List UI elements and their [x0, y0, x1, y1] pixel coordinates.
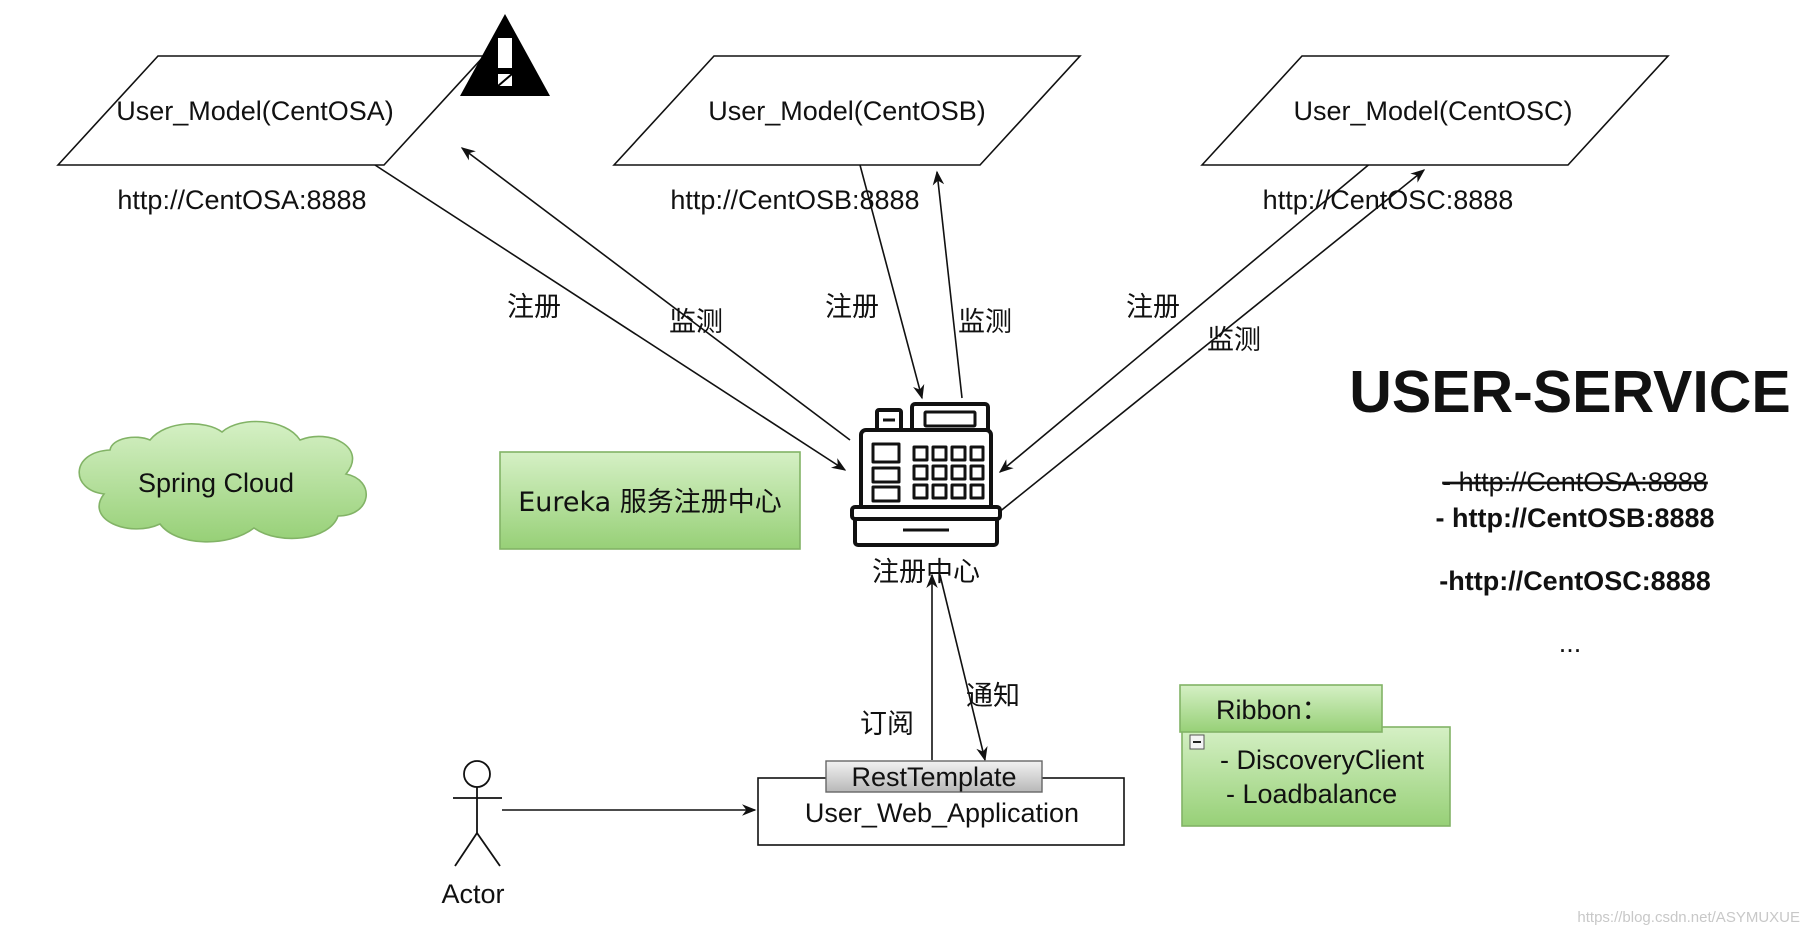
node-centosa-url: http://CentOSA:8888	[117, 185, 366, 215]
eureka-box-label: Eureka 服务注册中心	[518, 487, 782, 518]
node-centosc-label: User_Model(CentOSC)	[1293, 96, 1572, 126]
edge-monitor-b	[932, 170, 963, 399]
label-monitor-a: 监测	[669, 307, 723, 338]
node-centosc-url: http://CentOSC:8888	[1263, 185, 1514, 215]
service-entry-more: ...	[1559, 628, 1582, 658]
node-centosb[interactable]: User_Model(CentOSB)	[612, 55, 1082, 166]
registry-label: 注册中心	[872, 557, 980, 588]
ribbon-item-discovery: - DiscoveryClient	[1220, 745, 1425, 775]
edge-monitor-c	[997, 169, 1426, 514]
web-app-box[interactable]: User_Web_Application	[757, 777, 1125, 846]
node-centosb-shape	[612, 55, 1082, 166]
web-app-label: User_Web_Application	[805, 798, 1079, 828]
eureka-box[interactable]: Eureka 服务注册中心	[499, 451, 801, 550]
spring-cloud-label: Spring Cloud	[138, 468, 294, 498]
watermark: https://blog.csdn.net/ASYMUXUE	[1577, 909, 1800, 926]
edge-register-b	[859, 164, 925, 400]
node-centosc[interactable]: User_Model(CentOSC)	[1200, 55, 1670, 166]
service-entry-b: - http://CentOSB:8888	[1435, 503, 1714, 533]
edges	[374, 147, 1426, 816]
edge-notify	[939, 574, 988, 762]
service-entry-a: - http://CentOSA:8888	[1442, 467, 1708, 497]
label-register-a: 注册	[507, 292, 561, 323]
cash-register-icon[interactable]	[850, 402, 1002, 547]
service-entry-c: -http://CentOSC:8888	[1439, 566, 1711, 596]
rest-template-label: RestTemplate	[851, 762, 1016, 792]
node-centosb-label: User_Model(CentOSB)	[708, 96, 986, 126]
label-register-c: 注册	[1126, 292, 1180, 323]
edge-monitor-a	[460, 147, 851, 441]
warning-icon	[460, 14, 550, 96]
spring-cloud-cloud[interactable]: Spring Cloud	[78, 420, 368, 543]
edge-register-c	[998, 161, 1373, 473]
label-monitor-c: 监测	[1207, 325, 1261, 356]
label-register-b: 注册	[825, 292, 879, 323]
label-notify: 通知	[966, 681, 1020, 712]
label-subscribe: 订阅	[860, 709, 914, 740]
node-centosa-label: User_Model(CentOSA)	[116, 96, 394, 126]
ribbon-title: Ribbon：	[1216, 695, 1329, 725]
user-service-title: USER-SERVICE	[1349, 359, 1791, 425]
rest-template-tab[interactable]: RestTemplate	[825, 760, 1043, 793]
label-monitor-b: 监测	[958, 307, 1012, 338]
actor-label: Actor	[441, 879, 504, 909]
user-service-list: USER-SERVICE - http://CentOSA:8888 - htt…	[1349, 359, 1791, 658]
ribbon-box[interactable]: Ribbon： - DiscoveryClient - Loadbalance	[1179, 684, 1451, 827]
node-centosa[interactable]: User_Model(CentOSA)	[56, 55, 486, 166]
node-centosc-shape	[1200, 55, 1670, 166]
minus-square-icon[interactable]	[1189, 734, 1205, 750]
node-centosb-url: http://CentOSB:8888	[670, 185, 919, 215]
edge-register-a	[374, 164, 847, 471]
stick-figure-icon[interactable]	[453, 760, 502, 867]
ribbon-item-loadbalance: - Loadbalance	[1226, 779, 1397, 809]
